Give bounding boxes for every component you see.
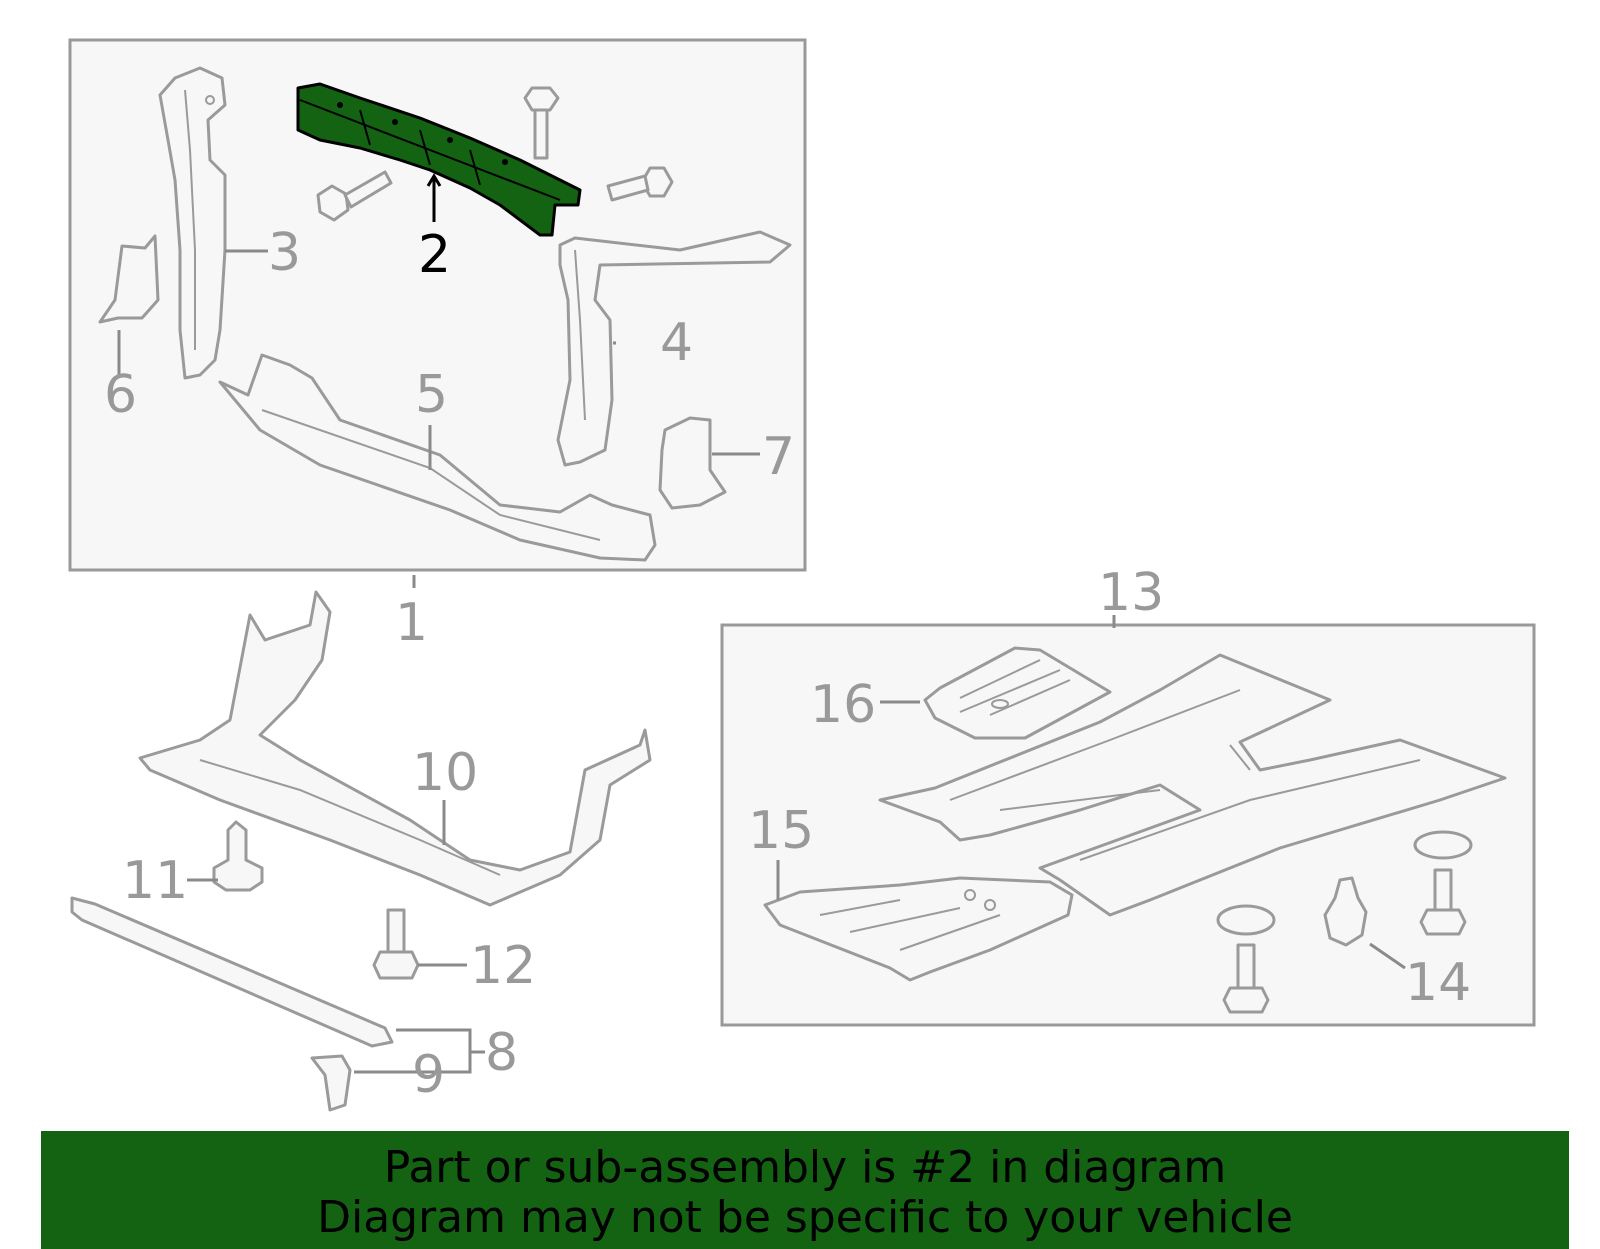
bolt-top bbox=[523, 86, 560, 160]
callout-16: 16 bbox=[810, 675, 876, 735]
part-16-cover[interactable] bbox=[923, 646, 1112, 740]
callout-5: 5 bbox=[415, 365, 448, 425]
part-12-bolt[interactable] bbox=[372, 908, 420, 980]
callout-13: 13 bbox=[1098, 563, 1164, 623]
part-10-splash-shield[interactable] bbox=[138, 590, 652, 907]
part-7-right-plate[interactable] bbox=[658, 416, 727, 510]
group-box-13 bbox=[720, 623, 1536, 1027]
banner-line-1: Part or sub-assembly is #2 in diagram bbox=[383, 1142, 1227, 1193]
callout-2: 2 bbox=[418, 225, 451, 285]
info-banner: Part or sub-assembly is #2 in diagram Di… bbox=[41, 1131, 1569, 1249]
callout-8: 8 bbox=[485, 1023, 518, 1083]
callout-14: 14 bbox=[1405, 953, 1471, 1013]
part-5-lower-crossmember[interactable] bbox=[218, 353, 657, 562]
banner-line-2: Diagram may not be specific to your vehi… bbox=[317, 1192, 1293, 1243]
callout-11: 11 bbox=[122, 851, 188, 911]
part-6-left-plate[interactable] bbox=[98, 234, 160, 324]
part-14-fasteners[interactable] bbox=[1216, 830, 1473, 1014]
callout-9: 9 bbox=[412, 1045, 445, 1105]
part-13-under-cover[interactable] bbox=[878, 653, 1507, 917]
part-2-upper-support[interactable] bbox=[296, 82, 582, 237]
bolt-right bbox=[606, 166, 674, 202]
callout-10: 10 bbox=[412, 743, 478, 803]
part-3-left-bracket[interactable] bbox=[158, 66, 227, 380]
callout-7: 7 bbox=[762, 427, 795, 487]
callout-15: 15 bbox=[748, 801, 814, 861]
part-9-clip[interactable] bbox=[310, 1054, 352, 1112]
callout-12: 12 bbox=[470, 936, 536, 996]
part-11-clip[interactable] bbox=[212, 820, 264, 892]
part-4-right-bracket[interactable] bbox=[556, 230, 792, 467]
callout-6: 6 bbox=[104, 365, 137, 425]
callout-4: 4 bbox=[660, 313, 693, 373]
bolt-left bbox=[316, 170, 393, 222]
callout-3: 3 bbox=[268, 223, 301, 283]
leader-lines bbox=[117, 173, 1406, 1074]
part-8-strip[interactable] bbox=[70, 896, 394, 1048]
part-15-cover[interactable] bbox=[763, 876, 1074, 982]
callout-1: 1 bbox=[395, 593, 428, 653]
